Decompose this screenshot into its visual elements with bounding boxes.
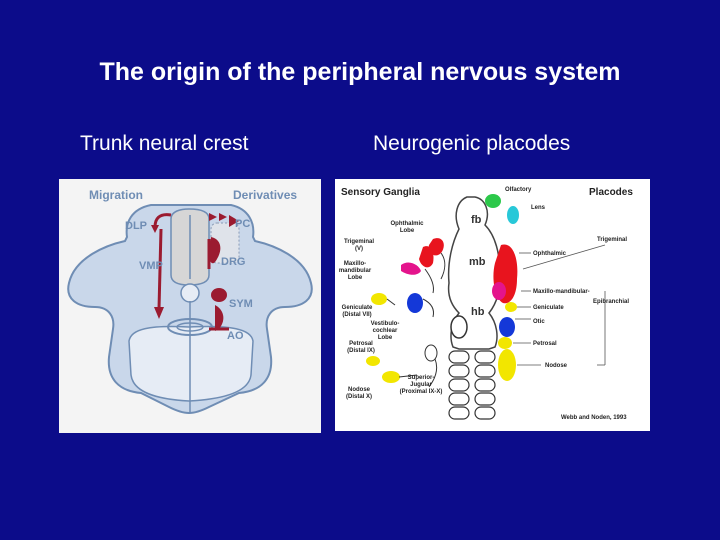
trunk-neural-crest-subtitle: Trunk neural crest: [80, 132, 249, 155]
superior-jugular-ganglion: [424, 344, 438, 362]
ophthalmic-lobe-ganglion: [428, 238, 444, 256]
figure-credit: Webb and Noden, 1993: [561, 415, 627, 421]
label-dlp: DLP: [125, 220, 147, 232]
vestibulocochlear-lobe-ganglion: [407, 293, 423, 313]
nodose-placode: [498, 349, 516, 381]
migration-header: Migration: [89, 188, 143, 202]
label-vmp: VMP: [139, 260, 163, 272]
mb-label: mb: [469, 256, 486, 268]
otic-vesicle: [450, 315, 468, 339]
neurogenic-placodes-diagram: fb mb hb Sensory Ganglia Placodes Ophtha…: [335, 179, 650, 431]
label-ao: AO: [227, 330, 244, 342]
nodose-placode-label: Nodose: [545, 363, 568, 369]
olfactory-label: Olfactory: [505, 187, 532, 193]
placodes-header: Placodes: [589, 187, 633, 198]
petrosal-label: Petrosal(Distal IX): [347, 341, 375, 354]
maxillomandibular-label: Maxillo-mandibular-: [533, 289, 590, 295]
derivatives-header: Derivatives: [233, 188, 297, 202]
maxillomandibular-placode: [492, 282, 506, 300]
label-drg: DRG: [221, 256, 245, 268]
slide-title: The origin of the peripheral nervous sys…: [99, 58, 621, 86]
maxillomandibular-lobe-ganglion: [401, 262, 421, 275]
brain-outline: [447, 196, 501, 350]
petrosal-placode-label: Petrosal: [533, 341, 557, 347]
label-sym: SYM: [229, 298, 253, 310]
pigment-cell-arrow: [209, 213, 217, 221]
petrosal-ganglion: [366, 356, 380, 366]
trigeminal-v-label: Trigeminal(V): [344, 239, 374, 252]
hb-label: hb: [471, 306, 485, 318]
trigeminal-placode-label: Trigeminal: [597, 237, 627, 243]
lens-label: Lens: [531, 205, 546, 211]
nodose-ganglion: [382, 371, 400, 383]
notochord: [180, 283, 200, 303]
geniculate-label: Geniculate(Distal VII): [342, 305, 373, 318]
sympathetic-ganglion: [211, 288, 227, 302]
trigeminal-ganglion: [419, 246, 434, 268]
fb-label: fb: [471, 214, 482, 226]
olfactory-placode: [485, 194, 501, 208]
geniculate-placode: [505, 302, 517, 312]
ventromedial-pathway-arrow: [157, 228, 163, 310]
label-pc: PC: [235, 218, 250, 230]
otic-placode: [499, 317, 515, 337]
lens-placode: [507, 206, 519, 224]
somite-column: [448, 350, 496, 420]
gut-cavity: [128, 325, 254, 402]
neurogenic-placodes-subtitle: Neurogenic placodes: [373, 132, 571, 155]
geniculate-placode-label: Geniculate: [533, 305, 564, 311]
nodose-distal-x-label: Nodose(Distal X): [346, 387, 372, 400]
geniculate-ganglion: [371, 293, 387, 305]
petrosal-placode: [498, 337, 512, 349]
adrenal-organ: [215, 305, 224, 331]
trunk-neural-crest-diagram: Migration Derivatives DLP PC VMP DRG SYM…: [59, 179, 321, 433]
otic-label: Otic: [533, 319, 545, 325]
ophthalmic-label: Ophthalmic: [533, 251, 567, 257]
drg-ganglion: [209, 237, 221, 264]
superior-jugular-label: Superior-Jugular(Proximal IX-X): [400, 375, 443, 395]
epibranchial-label: Epibranchial: [593, 299, 629, 305]
sensory-ganglia-header: Sensory Ganglia: [341, 187, 420, 198]
